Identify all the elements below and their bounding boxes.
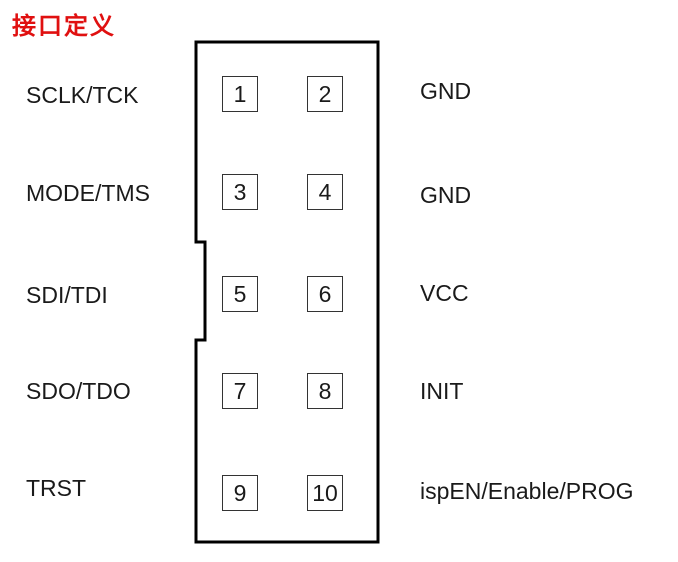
pin-3-label: MODE/TMS [26,180,150,206]
pin-2-label: GND [420,78,472,104]
pin-6-label: VCC [420,280,469,306]
pin-4-label: GND [420,182,472,208]
pin-9-box: 9 [222,475,258,511]
pin-10-box: 10 [307,475,343,511]
pin-7-box: 7 [222,373,258,409]
pin-5-label: SDI/TDI [26,282,108,308]
pin-7-label: SDO/TDO [26,378,131,404]
pin-5-box: 5 [222,276,258,312]
pin-2-box: 2 [307,76,343,112]
page-title: 接口定义 [12,11,116,40]
pin-6-box: 6 [307,276,343,312]
pin-4-box: 4 [307,174,343,210]
pin-8-label: INIT [420,378,464,404]
pin-1-label: SCLK/TCK [26,82,139,108]
pin-9-label: TRST [26,475,87,501]
connector-outline [194,40,380,544]
pin-8-box: 8 [307,373,343,409]
pin-3-box: 3 [222,174,258,210]
pin-10-label: ispEN/Enable/PROG [420,478,634,504]
pin-1-box: 1 [222,76,258,112]
